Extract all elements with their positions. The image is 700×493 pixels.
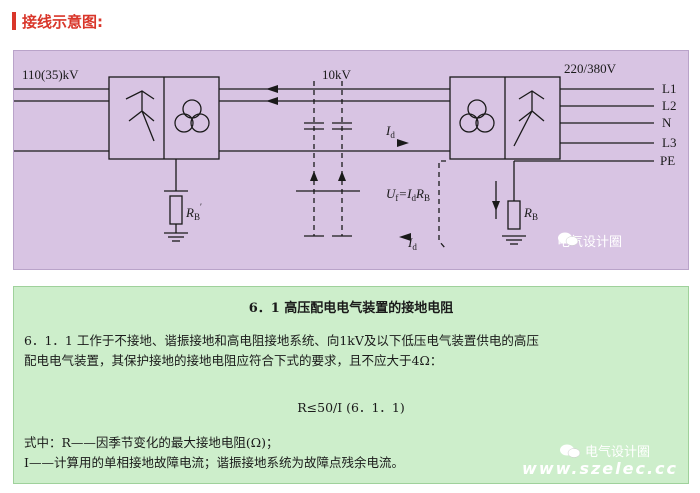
- grounding-resistor-right-label: RB: [523, 205, 538, 222]
- hv-voltage-label: 110(35)kV: [22, 67, 79, 82]
- watermark-top: 电气设计圈: [557, 231, 622, 250]
- heading-text: 接线示意图:: [22, 12, 103, 31]
- touch-voltage-formula: Uf=IdRB: [386, 186, 430, 203]
- wechat-icon: [560, 444, 581, 458]
- line-label-l1: L1: [662, 81, 676, 96]
- formula: R≤50/I (6．1．1): [297, 400, 405, 415]
- paragraph-line-1: 6．1．1 工作于不接地、谐振接地和高电阻接地系统、向1kV及以下低压电气装置供…: [24, 333, 539, 348]
- return-current-label: Id: [407, 235, 417, 252]
- watermark-bottom: 电气设计圈: [559, 441, 650, 460]
- mv-voltage-label: 10kV: [322, 67, 352, 82]
- lv-voltage-label: 220/380V: [564, 61, 617, 76]
- paragraph-line-2: 配电电气装置，其保护接地的接地电阻应符合下式的要求，且不应大于4Ω：: [24, 353, 443, 368]
- section-title: 6．1 高压配电电气装置的接地电阻: [248, 301, 454, 316]
- line-label-l2: L2: [662, 98, 676, 113]
- section-heading: 接线示意图:: [12, 10, 103, 32]
- line-label-pe: PE: [660, 153, 675, 168]
- wiring-diagram-panel: 110(35)kV 10kV 220/380V L1 L2 N L3 PE Id…: [13, 50, 689, 270]
- grounding-resistor-left-label: RB′: [185, 202, 202, 222]
- line-label-n: N: [662, 115, 672, 130]
- content-panel: 6．1 高压配电电气装置的接地电阻 6．1．1 工作于不接地、谐振接地和高电阻接…: [13, 286, 689, 484]
- fault-current-label: Id: [385, 123, 395, 140]
- definition-line-2: I——计算用的单相接地故障电流；谐振接地系统为故障点残余电流。: [24, 455, 404, 470]
- wechat-icon: [558, 232, 579, 246]
- line-label-l3: L3: [662, 135, 676, 150]
- watermark-bottom-text: 电气设计圈: [585, 445, 651, 460]
- site-url-watermark: www.szelec.cc: [522, 459, 678, 478]
- wiring-diagram: 110(35)kV 10kV 220/380V L1 L2 N L3 PE Id…: [14, 61, 676, 252]
- heading-accent-bar: [12, 12, 16, 30]
- definition-line-1: 式中：R——因季节变化的最大接地电阻(Ω)；: [24, 435, 279, 450]
